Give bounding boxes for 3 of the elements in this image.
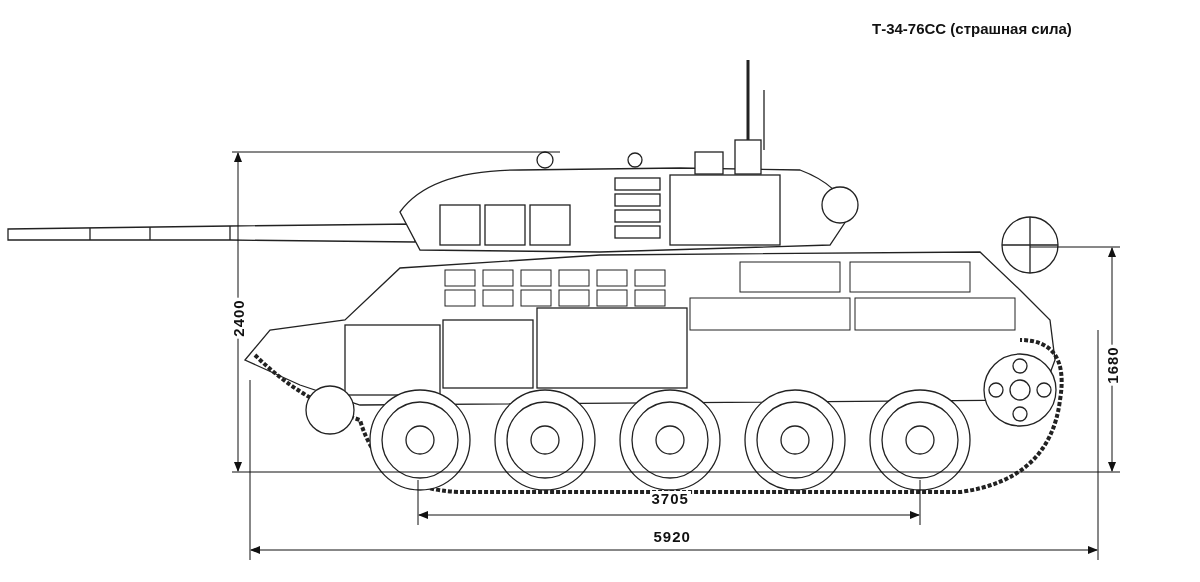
dimension-value: 3705 bbox=[649, 491, 691, 507]
dimension-value: 5920 bbox=[651, 529, 693, 545]
drawing-title: Т-34-76СС (страшная сила) bbox=[872, 20, 1072, 37]
